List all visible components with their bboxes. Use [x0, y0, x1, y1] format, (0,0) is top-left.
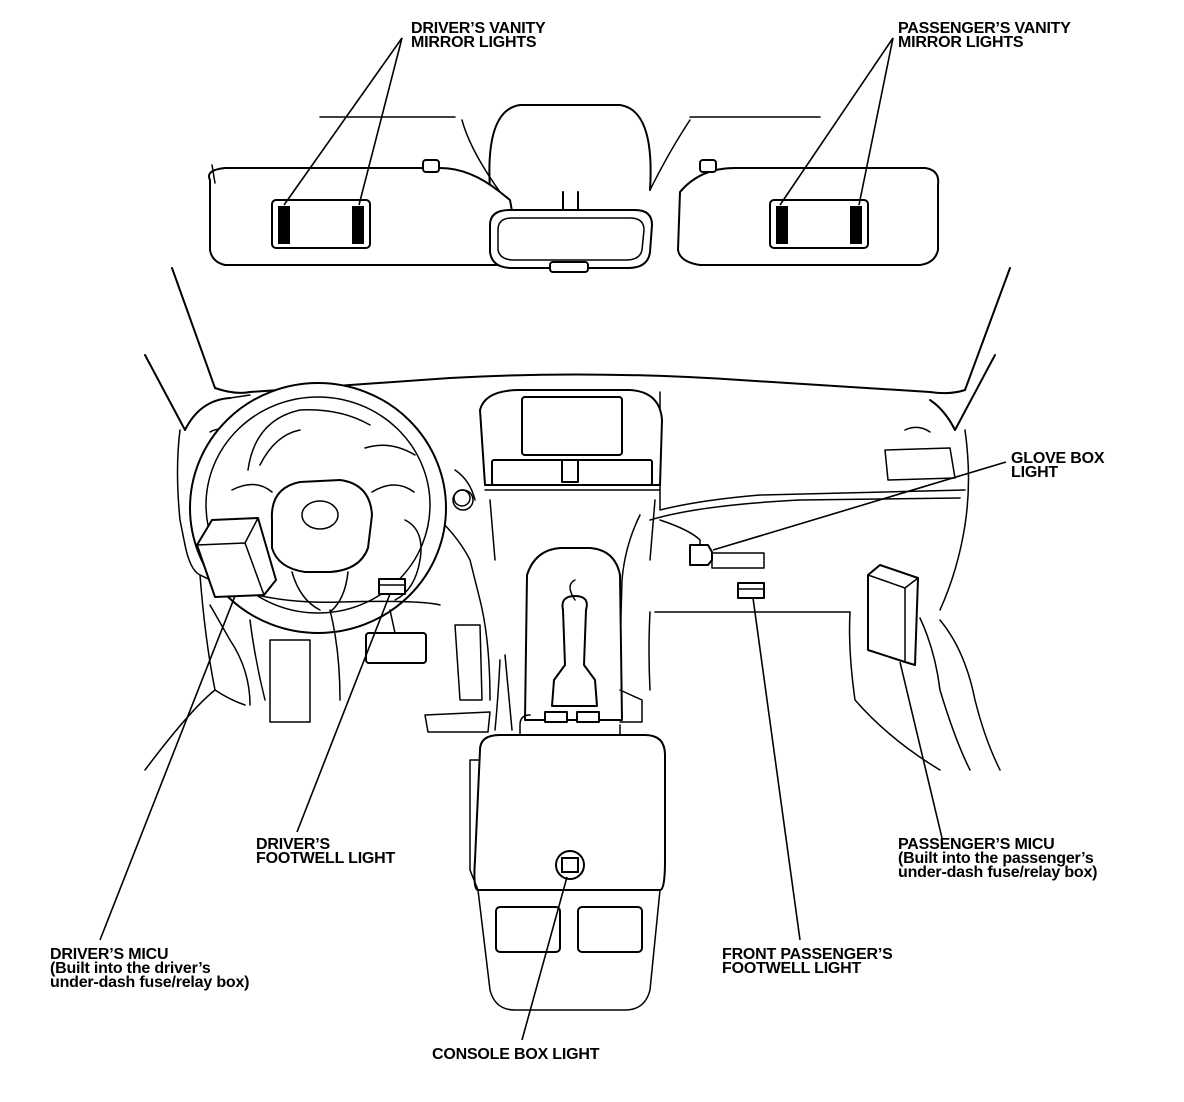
rear-vent-left: [495, 906, 561, 953]
center-display-screen: [521, 396, 623, 456]
brake-pedal: [365, 632, 427, 664]
label-line: under-dash fuse/relay box): [50, 974, 250, 991]
label-line: PASSENGER’S VANITY: [898, 20, 1071, 37]
rear-view-mirror: [489, 209, 653, 269]
label-line: LIGHT: [1011, 464, 1058, 481]
driver-footwell-light: [378, 578, 406, 595]
label-glove-box-light: GLOVE BOX LIGHT: [1011, 450, 1105, 481]
center-armrest: [473, 734, 666, 891]
label-line: PASSENGER’S MICU: [898, 836, 1055, 853]
label-line: CONSOLE BOX LIGHT: [432, 1046, 600, 1063]
headliner-and-visors: [208, 104, 940, 273]
label-line: MIRROR LIGHTS: [411, 34, 537, 51]
label-line: FRONT PASSENGER’S: [722, 946, 893, 963]
label-driver-footwell-light: DRIVER’S FOOTWELL LIGHT: [256, 836, 396, 867]
passenger-micu-box: [867, 564, 919, 666]
dashboard: [144, 267, 1011, 1011]
label-line: (Built into the driver’s: [50, 960, 211, 977]
label-line: (Built into the passenger’s: [898, 850, 1094, 867]
label-line: DRIVER’S MICU: [50, 946, 169, 963]
driver-micu-box: [196, 517, 277, 598]
label-line: under-dash fuse/relay box): [898, 864, 1098, 881]
steering-hub: [270, 479, 373, 573]
passenger-vanity-mirror: [769, 199, 869, 249]
glove-box-light: [689, 544, 713, 566]
label-driver-micu: DRIVER’S MICU (Built into the driver’s u…: [50, 946, 250, 991]
label-line: FOOTWELL LIGHT: [722, 960, 862, 977]
front-passenger-footwell-light: [737, 582, 765, 599]
driver-vanity-mirror: [271, 199, 371, 249]
rear-vent-right: [577, 906, 643, 953]
label-console-box-light: CONSOLE BOX LIGHT: [432, 1046, 600, 1063]
label-line: MIRROR LIGHTS: [898, 34, 1024, 51]
label-driver-vanity-mirror-lights: DRIVER’S VANITY MIRROR LIGHTS: [411, 20, 546, 51]
label-line: FOOTWELL LIGHT: [256, 850, 396, 867]
label-passenger-vanity-mirror-lights: PASSENGER’S VANITY MIRROR LIGHTS: [898, 20, 1071, 51]
label-front-passenger-footwell-light: FRONT PASSENGER’S FOOTWELL LIGHT: [722, 946, 893, 977]
shift-lever: [551, 595, 598, 707]
label-line: DRIVER’S VANITY: [411, 20, 546, 37]
label-passenger-micu: PASSENGER’S MICU (Built into the passeng…: [898, 836, 1098, 881]
leader-lines: [99, 37, 1007, 1041]
label-line: DRIVER’S: [256, 836, 330, 853]
label-line: GLOVE BOX: [1011, 450, 1105, 467]
